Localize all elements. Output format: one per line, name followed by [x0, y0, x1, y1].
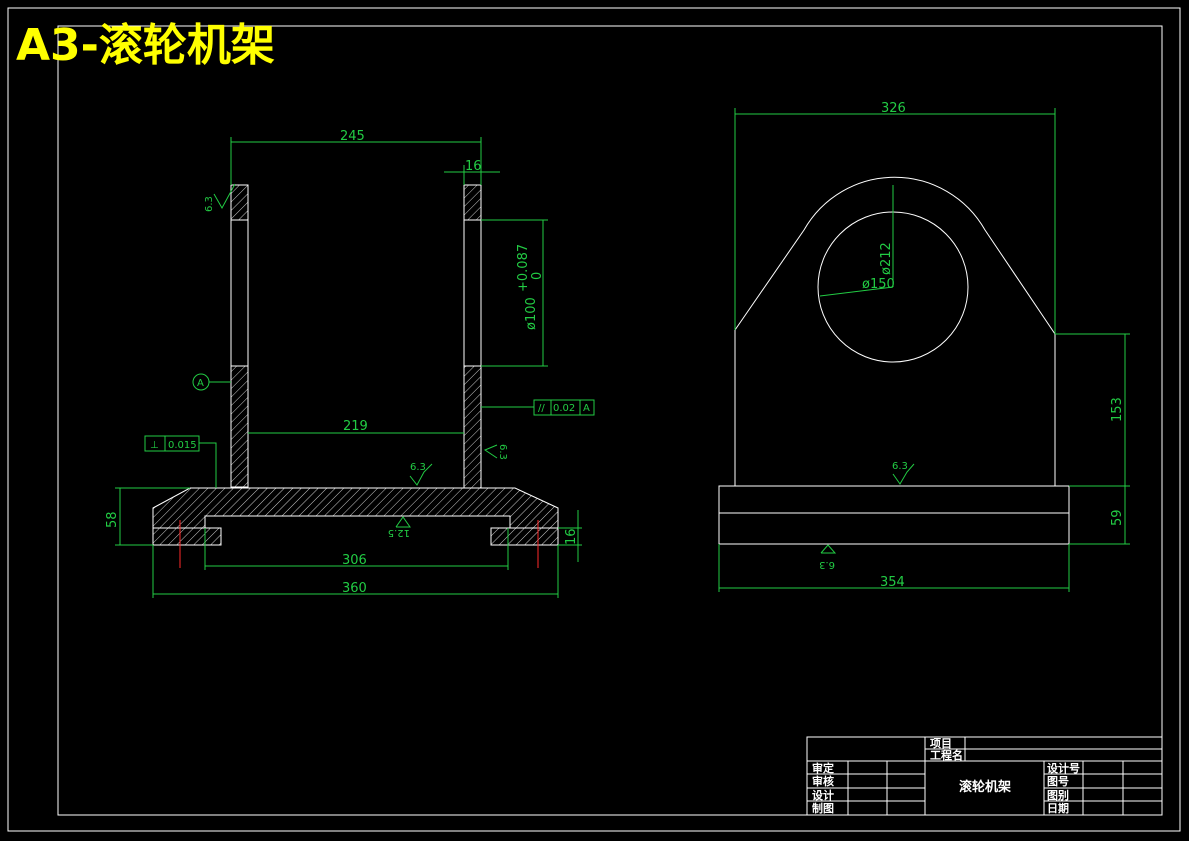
side-view: 326 ø212 ø150 153 59 354 6.3 6.3 — [718, 101, 1130, 592]
dim-245: 245 — [340, 129, 365, 144]
rough-b: 6.3 — [410, 462, 426, 473]
parallel-datum: A — [583, 403, 590, 414]
tb-project: 项目 — [930, 737, 952, 750]
dim-58: 58 — [105, 511, 120, 528]
dim-219: 219 — [343, 419, 368, 434]
right-upright-lower — [463, 365, 482, 489]
right-foot-pad — [490, 527, 559, 546]
side-rough-a: 6.3 — [892, 461, 908, 472]
tb-date: 日期 — [1047, 801, 1069, 815]
inner-border — [57, 25, 1163, 816]
perp-tol: 0.015 — [168, 440, 197, 451]
drawing-title: A3-滚轮机架 — [16, 20, 275, 71]
datum-a: A — [197, 378, 204, 389]
tb-drawing-type: 图别 — [1047, 788, 1069, 802]
right-upright-bore — [463, 219, 482, 367]
left-upright-top-cap — [230, 184, 249, 221]
side-rough-b: 6.3 — [819, 559, 835, 570]
tb-approve: 审定 — [812, 761, 834, 775]
parallel-tol: 0.02 — [553, 403, 575, 414]
dim-bore-tol-upper: +0.087 — [516, 244, 531, 292]
dim-59: 59 — [1110, 509, 1125, 526]
rough-d: 12.5 — [388, 527, 410, 538]
parallel-frame — [533, 399, 595, 416]
tb-draw: 制图 — [812, 801, 834, 815]
right-upright-top-cap — [463, 184, 482, 221]
front-view: 245 16 +0.087 0 ø100 219 58 16 306 360 A — [105, 129, 595, 598]
tb-design: 设计 — [812, 788, 834, 802]
outer-border — [7, 7, 1181, 832]
perp-symbol: ⊥ — [150, 440, 159, 451]
left-foot-pad — [152, 527, 222, 546]
dim-360: 360 — [342, 581, 367, 596]
left-upright-bore — [230, 219, 249, 367]
dim-306: 306 — [342, 553, 367, 568]
dim-16-foot: 16 — [564, 528, 579, 545]
dim-line-150 — [819, 286, 894, 297]
title-block: 项目 工程名 审定 审核 设计 制图 滚轮机架 设计号 图号 图别 日期 — [806, 736, 1163, 816]
dim-bore: ø100 — [524, 297, 539, 330]
dim-16-top: 16 — [465, 159, 482, 174]
upright-outline — [734, 176, 1056, 486]
tb-project-name: 工程名 — [930, 748, 963, 762]
tb-drawing-no: 图号 — [1047, 775, 1069, 788]
left-upright-lower — [230, 365, 249, 489]
rough-c: 6.3 — [497, 444, 508, 460]
dim-354: 354 — [880, 575, 905, 590]
dim-326: 326 — [881, 101, 906, 116]
rough-a: 6.3 — [204, 196, 215, 212]
tb-part-name: 滚轮机架 — [959, 779, 1011, 795]
base-plate — [718, 485, 1070, 545]
dim-153: 153 — [1110, 397, 1125, 422]
tb-design-no: 设计号 — [1047, 761, 1080, 775]
dim-212: ø212 — [879, 242, 894, 275]
dim-150: ø150 — [862, 277, 895, 292]
dim-bore-tol-lower: 0 — [530, 272, 545, 280]
tb-check: 审核 — [812, 774, 834, 788]
parallel-symbol: // — [538, 403, 545, 414]
